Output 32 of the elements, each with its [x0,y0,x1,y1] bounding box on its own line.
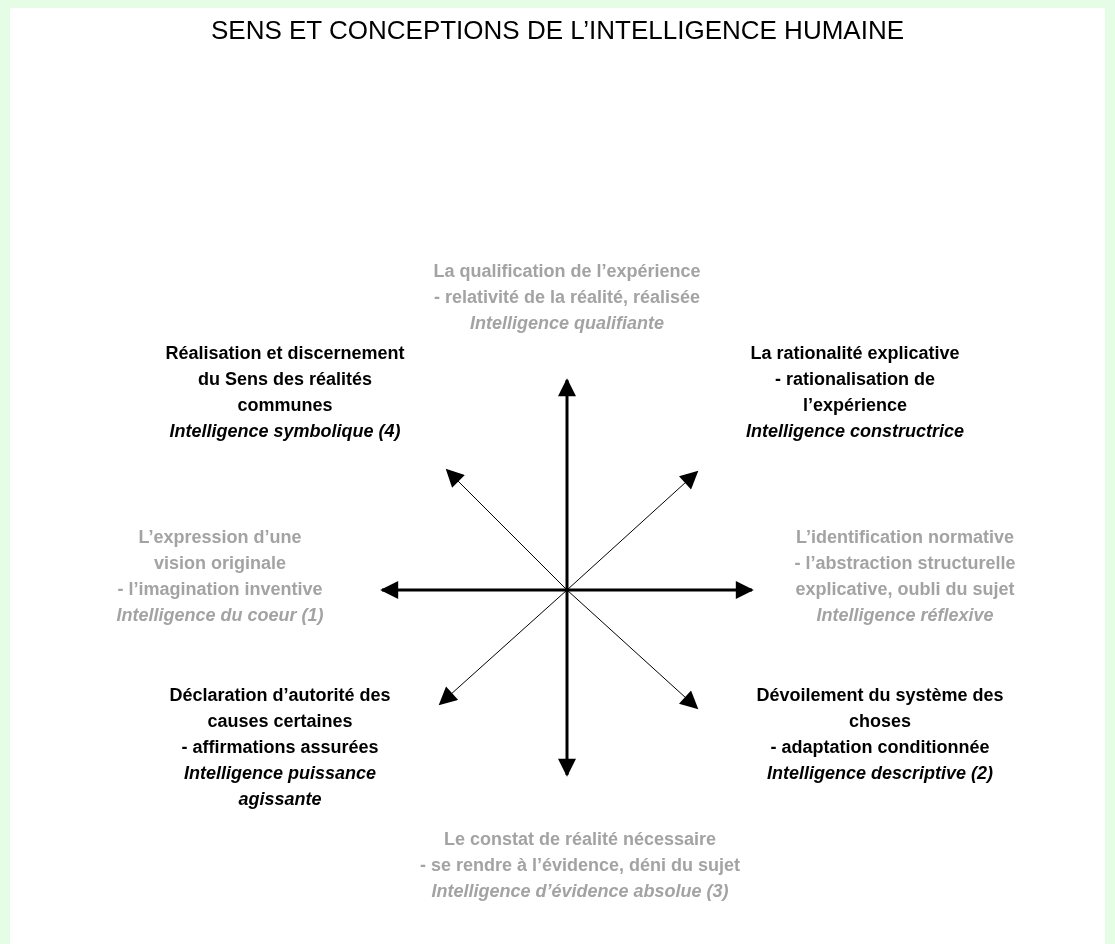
concept-text: - relativité de la réalité, réalisée [432,286,702,309]
concept-text: La qualification de l’expérience [432,260,702,283]
intelligence-type-label: Intelligence du coeur (1) [115,604,325,627]
arrow [380,581,567,599]
concept-text: L’expression d’une vision originale [137,526,303,575]
intelligence-type-label: Intelligence constructrice [744,420,966,443]
arrow [558,378,576,590]
concept-text: L’identification normative [795,526,1015,549]
concept-text: - affirmations assurées [180,736,380,759]
concept-text: Déclaration d’autorité des causes certaines [168,684,392,733]
concept-text: Dévoilement du système des choses [755,684,1005,733]
concept-text: - rationalisation de l’expérience [774,368,936,417]
arrow [558,590,576,777]
concept-text: Le constat de réalité nécessaire [442,828,718,851]
concept-text: - se rendre à l’évidence, déni du sujet [418,854,742,877]
intelligence-type-label: Intelligence d’évidence absolue (3) [430,880,730,903]
intelligence-type-label: Intelligence descriptive (2) [765,762,995,785]
concept-text: - l’abstraction structurelle explicative, oubli du sujet [793,552,1017,601]
arrow [566,470,699,591]
intelligence-type-label: Intelligence symbolique (4) [168,420,402,443]
intelligence-type-label: Intelligence réflexive [815,604,995,627]
intelligence-type-label: Intelligence puissance agissante [182,762,378,811]
intelligence-type-label: Intelligence qualifiante [468,312,665,335]
concept-text: Réalisation et discernement du Sens des réalités communes [164,342,406,417]
arrow [445,468,568,591]
arrow [438,589,568,706]
arrow [567,581,754,599]
concept-text: La rationalité explicative [749,342,961,365]
concept-text: - l’imagination inventive [116,578,324,601]
concept-text: - adaptation conditionnée [769,736,991,759]
diagram-title: SENS ET CONCEPTIONS DE L’INTELLIGENCE HUMAINE [210,14,905,46]
arrow [566,589,699,710]
